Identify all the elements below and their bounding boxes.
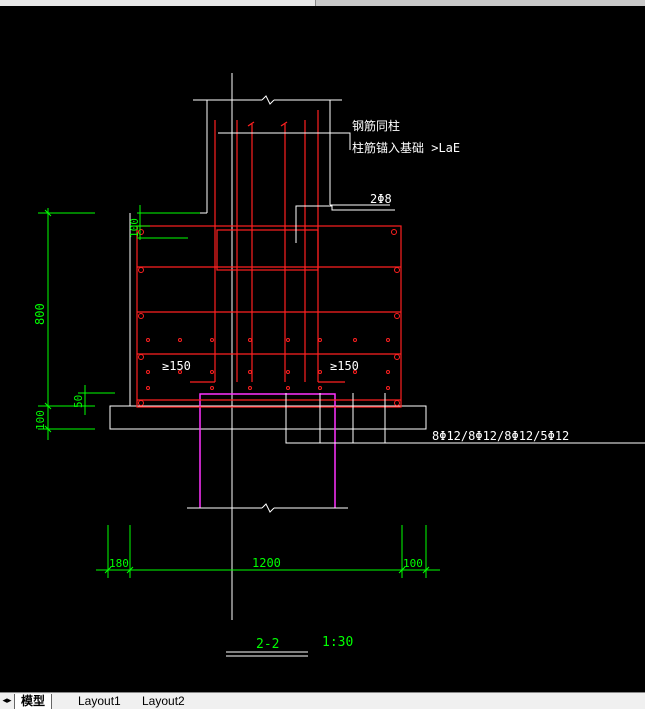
top-toolbar-strip	[0, 0, 645, 6]
spacing-label-right: ≥150	[330, 359, 359, 373]
pile-outline	[199, 393, 336, 508]
column-outline	[140, 95, 390, 214]
toolbar-segment	[160, 0, 316, 6]
tab-layout1[interactable]: Layout1	[78, 694, 121, 708]
note-line-1: 钢筋同柱	[352, 118, 400, 133]
dim-100-right: 100	[403, 557, 423, 570]
tab-model[interactable]: 模型	[14, 694, 53, 709]
tab-layout2[interactable]: Layout2	[142, 694, 185, 708]
note-line-2: 柱筋锚入基础 >LaE	[352, 140, 460, 155]
dim-100-bottom: 100	[34, 410, 47, 430]
dim-1200: 1200	[252, 556, 281, 570]
dim-50: 50	[72, 395, 85, 408]
leader-lines	[218, 132, 645, 444]
dim-100-top: 100	[128, 218, 141, 238]
scale-label: 1:30	[322, 635, 353, 650]
foundation-outline	[109, 213, 427, 430]
cad-drawing-canvas[interactable]: 钢筋同柱 柱筋锚入基础 >LaE 2Φ8 100 800 50 100 ≥150…	[0, 6, 645, 692]
section-title: 2-2	[256, 637, 279, 652]
dimension-lines	[38, 205, 440, 578]
tab-scroll-arrows-icon[interactable]: ◂▸	[2, 696, 12, 706]
bottom-rebar-label: 8Φ12/8Φ12/8Φ12/5Φ12	[432, 429, 569, 443]
rebar-cage	[136, 110, 402, 408]
spacing-label-left: ≥150	[162, 359, 191, 373]
dim-180: 180	[109, 557, 129, 570]
layout-tab-bar: ◂▸ 模型 Layout1 Layout2	[0, 692, 645, 709]
section-title-underline	[226, 651, 308, 657]
stirrup-label: 2Φ8	[370, 192, 392, 206]
pile-break-line	[187, 503, 348, 513]
dim-800: 800	[33, 303, 47, 325]
rebar-dots	[138, 229, 400, 406]
